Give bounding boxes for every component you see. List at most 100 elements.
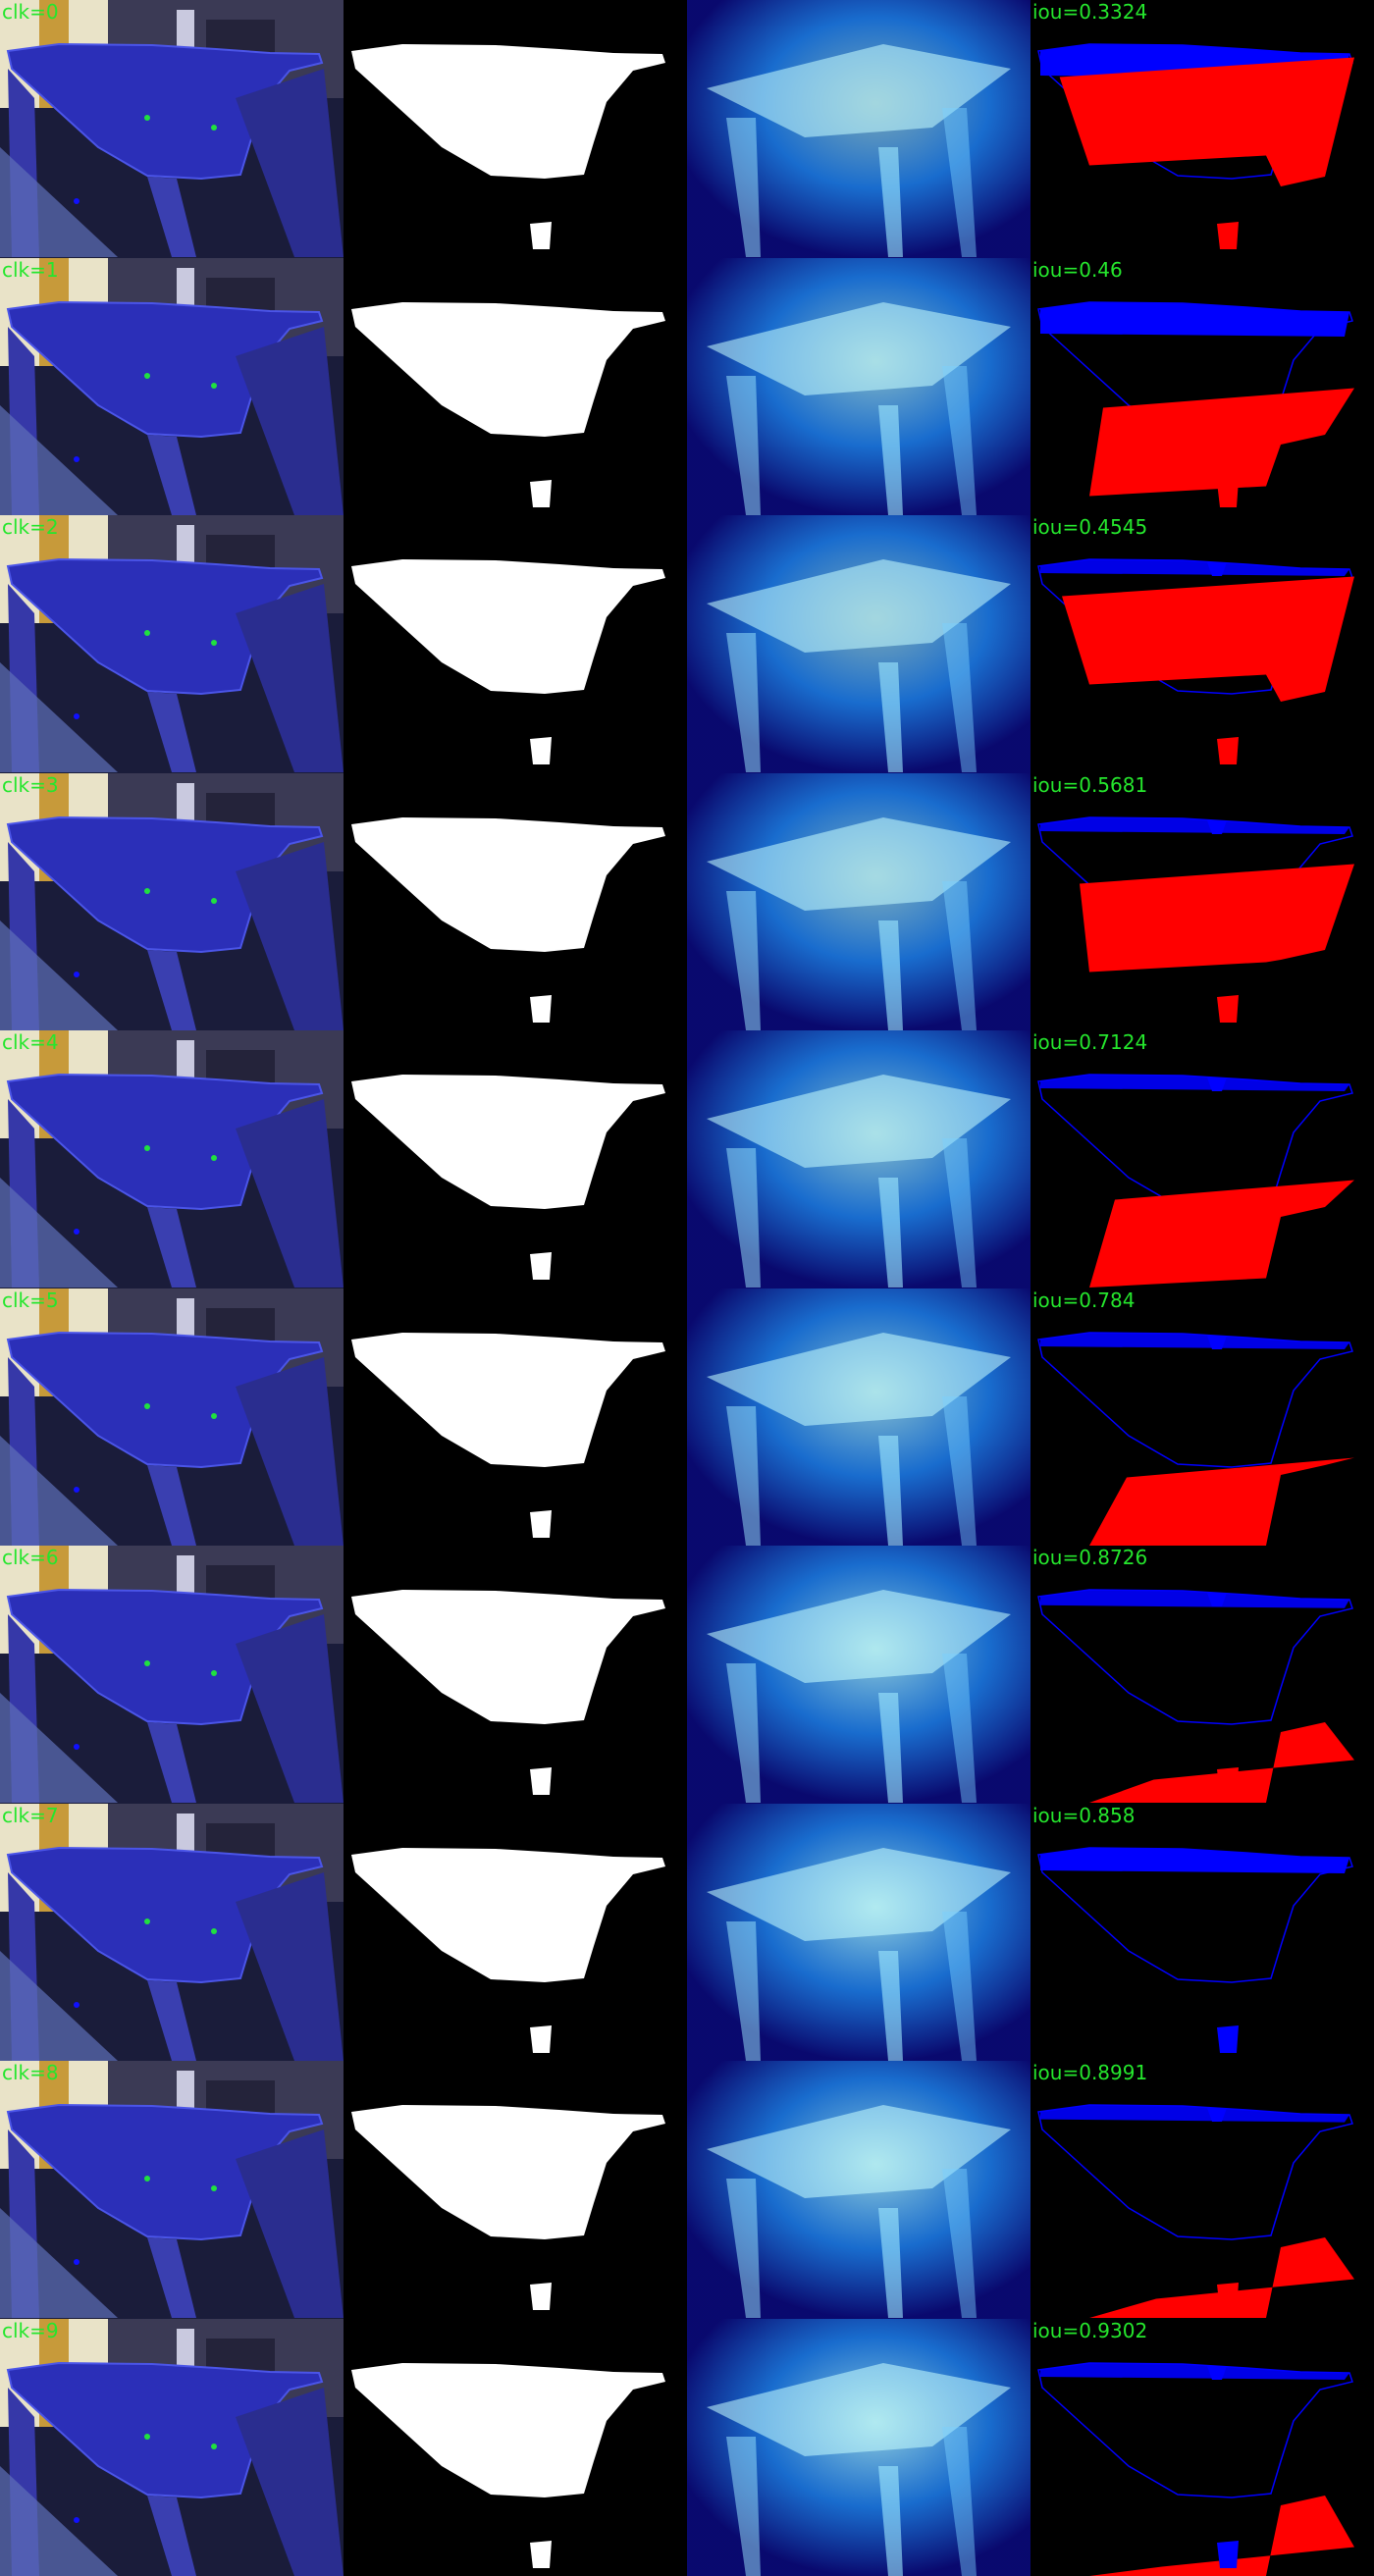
leg-mask bbox=[530, 479, 552, 507]
leg-error bbox=[1217, 994, 1239, 1023]
leg-mask bbox=[530, 994, 552, 1023]
input-image: clk=8 bbox=[0, 2061, 344, 2319]
mask-image bbox=[344, 1288, 687, 1546]
error-map: iou=0.46 bbox=[1030, 257, 1374, 515]
mask-image bbox=[344, 2061, 687, 2319]
positive-click bbox=[211, 1670, 217, 1676]
iou-label: iou=0.46 bbox=[1032, 257, 1123, 282]
heatmap-image bbox=[687, 2318, 1030, 2576]
leg-error bbox=[1217, 1252, 1239, 1280]
iou-label: iou=0.5681 bbox=[1032, 772, 1148, 797]
table-mask bbox=[351, 1590, 665, 1724]
error-image bbox=[1030, 1803, 1374, 2061]
error-image bbox=[1030, 2318, 1374, 2576]
leg-mask bbox=[530, 2540, 552, 2568]
prediction-heatmap bbox=[687, 0, 1030, 258]
false-negative-region bbox=[1059, 57, 1354, 186]
false-positive-region bbox=[1040, 559, 1349, 576]
click-count-label: clk=0 bbox=[2, 0, 59, 24]
prediction-heatmap bbox=[687, 2061, 1030, 2319]
leg-mask bbox=[530, 222, 552, 249]
false-positive-region bbox=[1040, 301, 1349, 337]
positive-click bbox=[144, 1145, 150, 1151]
prediction-heatmap bbox=[687, 257, 1030, 515]
mask-image bbox=[344, 0, 687, 258]
input-image: clk=6 bbox=[0, 1546, 344, 1804]
heatmap-image bbox=[687, 1288, 1030, 1546]
scene-image bbox=[0, 257, 344, 515]
negative-click bbox=[74, 455, 79, 462]
input-image: clk=5 bbox=[0, 1288, 344, 1546]
leg-error bbox=[1217, 2540, 1239, 2568]
heatmap-image bbox=[687, 1546, 1030, 1804]
false-positive-region bbox=[1040, 1075, 1349, 1091]
ground-truth-mask bbox=[344, 2061, 687, 2319]
leg-mask bbox=[530, 1252, 552, 1280]
table-mask bbox=[351, 301, 665, 437]
table-mask bbox=[351, 2105, 665, 2239]
scene-image bbox=[0, 1546, 344, 1804]
ground-truth-mask bbox=[344, 772, 687, 1030]
table-mask bbox=[351, 559, 665, 694]
positive-click bbox=[211, 1412, 217, 1419]
leg-error bbox=[1217, 1509, 1239, 1538]
click-count-label: clk=4 bbox=[2, 1030, 59, 1054]
positive-click bbox=[144, 1402, 150, 1409]
error-map: iou=0.4545 bbox=[1030, 515, 1374, 773]
leg-error bbox=[1217, 479, 1239, 507]
input-image: clk=7 bbox=[0, 1803, 344, 2061]
leg-error bbox=[1217, 2024, 1239, 2053]
positive-click bbox=[144, 1660, 150, 1666]
leg-error bbox=[1217, 2283, 1239, 2310]
positive-click bbox=[211, 382, 217, 389]
error-map: iou=0.5681 bbox=[1030, 772, 1374, 1030]
error-map: iou=0.8726 bbox=[1030, 1546, 1374, 1804]
heatmap-image bbox=[687, 1030, 1030, 1288]
positive-click bbox=[211, 2185, 217, 2191]
false-negative-region bbox=[1062, 576, 1354, 702]
click-count-label: clk=3 bbox=[2, 772, 59, 797]
click-count-label: clk=7 bbox=[2, 1803, 59, 1827]
false-positive-region bbox=[1040, 2105, 1349, 2123]
ground-truth-mask bbox=[344, 1546, 687, 1804]
scene-image bbox=[0, 2061, 344, 2319]
click-count-label: clk=6 bbox=[2, 1546, 59, 1569]
scene-image bbox=[0, 1030, 344, 1288]
positive-click bbox=[211, 125, 217, 131]
scene-image bbox=[0, 2318, 344, 2576]
iou-label: iou=0.8726 bbox=[1032, 1546, 1148, 1569]
table-mask bbox=[351, 1847, 665, 1982]
click-count-label: clk=9 bbox=[2, 2318, 59, 2342]
false-negative-region bbox=[1080, 864, 1354, 972]
false-negative-region bbox=[1089, 388, 1354, 496]
iou-label: iou=0.9302 bbox=[1032, 2318, 1148, 2342]
heatmap-image bbox=[687, 515, 1030, 773]
leg-error bbox=[1217, 222, 1239, 249]
positive-click bbox=[211, 1155, 217, 1161]
prediction-heatmap bbox=[687, 772, 1030, 1030]
mask-image bbox=[344, 1546, 687, 1804]
scene-image bbox=[0, 1803, 344, 2061]
negative-click bbox=[74, 1744, 79, 1750]
prediction-heatmap bbox=[687, 1030, 1030, 1288]
false-positive-region bbox=[1040, 816, 1349, 834]
positive-click bbox=[144, 115, 150, 121]
scene-image bbox=[0, 772, 344, 1030]
false-positive-region bbox=[1040, 1590, 1349, 1608]
negative-click bbox=[74, 198, 79, 204]
leg-mask bbox=[530, 1509, 552, 1538]
error-image bbox=[1030, 1288, 1374, 1546]
error-image bbox=[1030, 0, 1374, 258]
positive-click bbox=[144, 1918, 150, 1924]
scene-image bbox=[0, 1288, 344, 1546]
prediction-heatmap bbox=[687, 1546, 1030, 1804]
ground-truth-mask bbox=[344, 1288, 687, 1546]
iou-label: iou=0.3324 bbox=[1032, 0, 1148, 24]
mask-image bbox=[344, 1030, 687, 1288]
table-mask bbox=[351, 2362, 665, 2497]
mask-image bbox=[344, 2318, 687, 2576]
error-map: iou=0.858 bbox=[1030, 1803, 1374, 2061]
heatmap-image bbox=[687, 2061, 1030, 2319]
error-image bbox=[1030, 515, 1374, 773]
